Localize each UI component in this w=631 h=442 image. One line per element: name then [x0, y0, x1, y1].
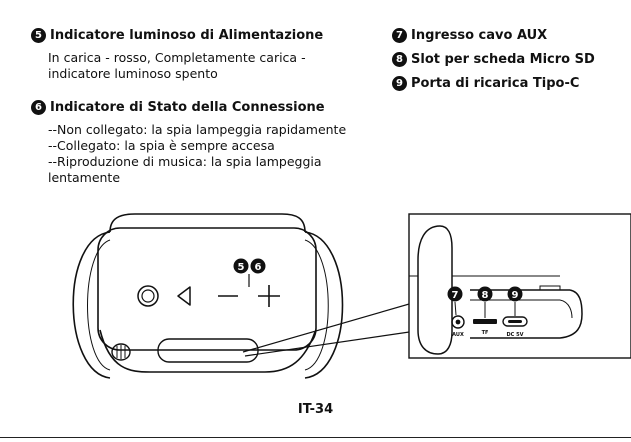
lanyard-hole-icon [111, 343, 131, 361]
callout-marker-6 [250, 258, 266, 274]
play-pause-icon [137, 285, 159, 307]
callout-number: 5 [31, 28, 46, 43]
port-cover-slot [157, 338, 259, 363]
description-line: lentamente [48, 170, 121, 185]
heading-text: Indicatore luminoso di Alimentazione [50, 28, 324, 43]
typec-port-icon [502, 316, 528, 327]
description-line: --Non collegato: la spia lampeggia rapid… [48, 122, 347, 137]
aux-port-icon [451, 315, 465, 329]
power-indicator-description: In carica - rosso, Completamente carica … [48, 50, 306, 82]
callout-label: 8 [482, 290, 489, 301]
heading-text: Porta di ricarica Tipo-C [411, 76, 580, 91]
description-line: --Riproduzione di musica: la spia lampeg… [48, 154, 322, 169]
speaker-body [72, 213, 344, 379]
connection-indicator-description: --Non collegato: la spia lampeggia rapid… [48, 122, 346, 186]
callout-marker-8 [477, 286, 493, 302]
heading-power-indicator: 5 Indicatore luminoso di Alimentazione [31, 28, 323, 43]
callout-label: 9 [512, 290, 519, 301]
page-number: IT-34 [297, 402, 334, 417]
description-line: In carica - rosso, Completamente carica … [48, 50, 306, 65]
heading-text: Indicatore di Stato della Connessione [50, 100, 325, 115]
mode-icon [177, 286, 191, 306]
microsd-slot-icon [473, 319, 497, 324]
callout-marker-7 [447, 286, 463, 302]
callout-marker-5 [233, 258, 249, 274]
description-line: --Collegato: la spia è sempre accesa [48, 138, 275, 153]
callout-marker-9 [507, 286, 523, 302]
description-line: indicatore luminoso spento [48, 66, 218, 81]
heading-aux-input: 7 Ingresso cavo AUX [392, 28, 547, 43]
callout-number: 9 [392, 76, 407, 91]
callout-number: 8 [392, 52, 407, 67]
dc-label: DC 5V [507, 332, 524, 338]
footer-divider [0, 437, 631, 438]
aux-label: AUX [452, 332, 464, 338]
heading-connection-indicator: 6 Indicatore di Stato della Connessione [31, 100, 325, 115]
detail-leader-line [242, 299, 424, 353]
callout-label: 5 [238, 262, 245, 273]
heading-text: Ingresso cavo AUX [411, 28, 548, 43]
heading-microsd-slot: 8 Slot per scheda Micro SD [392, 52, 595, 67]
volume-up-icon [258, 285, 280, 307]
heading-text: Slot per scheda Micro SD [411, 52, 595, 67]
callout-number: 7 [392, 28, 407, 43]
callout-number: 6 [31, 100, 46, 115]
heading-typec-port: 9 Porta di ricarica Tipo-C [392, 76, 579, 91]
callout-label: 7 [452, 290, 459, 301]
tf-label: TF [482, 330, 489, 336]
callout-label: 6 [255, 262, 262, 273]
